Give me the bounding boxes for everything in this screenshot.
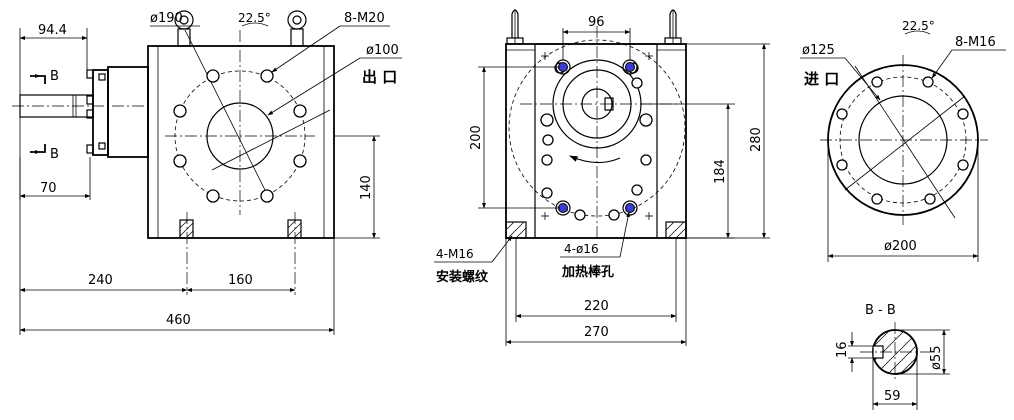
heater-holes xyxy=(555,59,638,216)
dim-460: 460 xyxy=(166,313,191,328)
dim-dia-125: ø125 xyxy=(802,43,835,58)
dowel-markers xyxy=(541,52,653,220)
dim-140: 140 xyxy=(359,175,374,200)
section-bb: B - B 16 ø55 59 xyxy=(835,303,950,410)
dim-dia-100: ø100 xyxy=(366,43,399,58)
dim-184: 184 xyxy=(713,159,728,184)
dim-280: 280 xyxy=(749,127,764,152)
section-mark-bottom: B xyxy=(50,147,59,162)
bolt-spec-inlet: 8-M16 xyxy=(955,35,996,50)
dim-96: 96 xyxy=(588,15,605,30)
side-body xyxy=(505,43,687,239)
bolt-spec-front: 8-M20 xyxy=(344,11,385,26)
dim-dia-190: ø190 xyxy=(150,11,183,26)
side-lifting-eye-right xyxy=(664,9,682,45)
rotation-arrow xyxy=(569,155,621,164)
side-mount-holes xyxy=(505,221,687,239)
heater-hole-label: 加热棒孔 xyxy=(561,264,614,280)
front-view: B B xyxy=(12,10,402,335)
dim-270: 270 xyxy=(584,325,609,340)
side-lifting-eye-left xyxy=(506,9,524,45)
dim-160: 160 xyxy=(228,273,253,288)
side-plate xyxy=(534,43,658,239)
dim-dia-55: ø55 xyxy=(929,346,944,371)
dim-200: 200 xyxy=(469,125,484,150)
lifting-eye-left xyxy=(174,10,194,47)
lifting-eye-right xyxy=(287,10,307,47)
inlet-bolt-holes xyxy=(836,76,969,205)
side-view: 96 200 280 184 220 270 4-M16 安装螺纹 4-ø16 … xyxy=(434,9,770,346)
inlet-label: 进 口 xyxy=(804,70,839,88)
inlet-view: ø125 进 口 22.5° 8-M16 ø200 xyxy=(800,19,1006,262)
outlet-label: 出 口 xyxy=(362,68,397,86)
section-mark-top: B xyxy=(50,69,59,84)
flange-plate xyxy=(92,69,109,156)
mount-thread-spec: 4-M16 xyxy=(436,247,474,261)
section-title: B - B xyxy=(865,303,896,318)
mount-holes-front xyxy=(179,212,302,295)
pitch-circle-side xyxy=(508,39,686,217)
dim-59: 59 xyxy=(884,389,901,404)
dim-240: 240 xyxy=(88,273,113,288)
coupling-housing xyxy=(107,66,149,158)
mount-thread-label: 安装螺纹 xyxy=(436,269,489,285)
dim-70: 70 xyxy=(40,181,57,196)
dim-dia-200: ø200 xyxy=(884,239,917,254)
dim-94-4: 94.4 xyxy=(38,23,67,38)
dim-16: 16 xyxy=(835,341,850,358)
angle-inlet: 22.5° xyxy=(902,19,935,33)
dim-220: 220 xyxy=(584,299,609,314)
pump-body-inner xyxy=(157,45,325,239)
side-bolt-holes xyxy=(540,62,653,221)
bolt-holes-front xyxy=(173,69,307,203)
heater-hole-spec: 4-ø16 xyxy=(564,242,599,256)
angle-front: 22.5° xyxy=(238,11,271,25)
